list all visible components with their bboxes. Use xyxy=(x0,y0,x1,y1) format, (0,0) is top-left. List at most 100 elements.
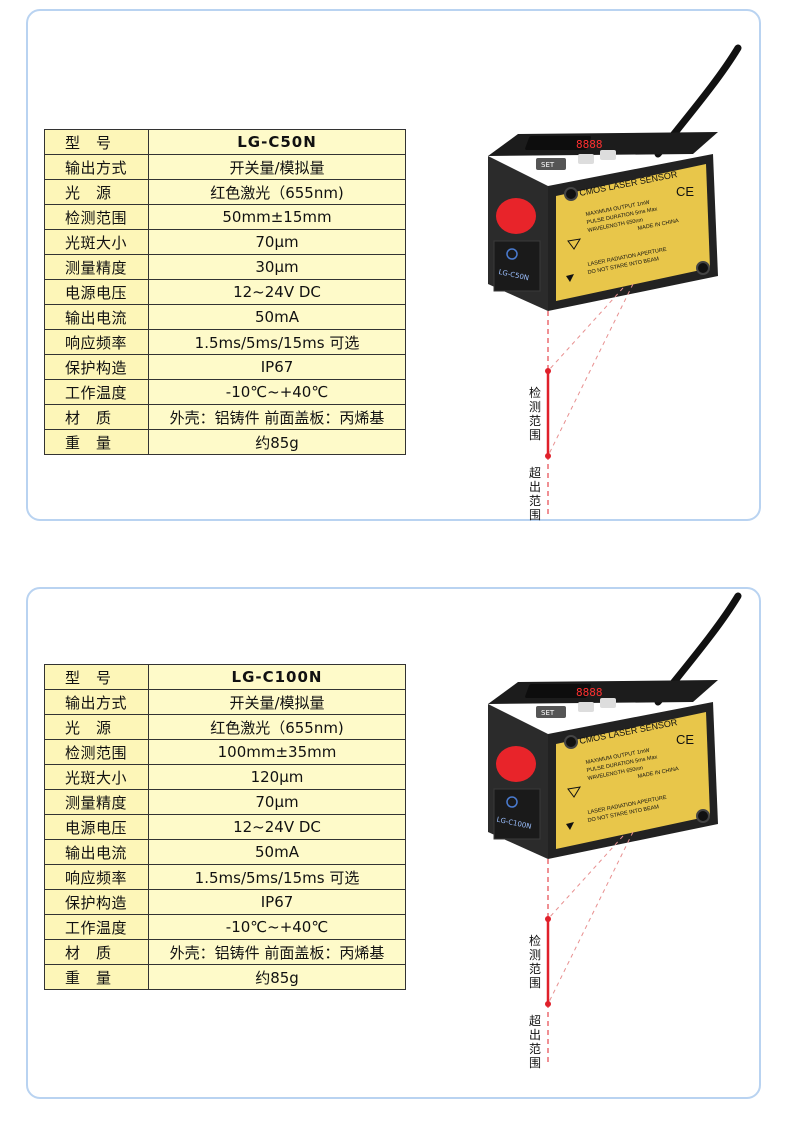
spec-label: 型 号 xyxy=(44,129,149,155)
spec-label: 响应频率 xyxy=(44,864,149,890)
table-row: 重 量约85g xyxy=(44,429,406,455)
spec-value: 1.5ms/5ms/15ms 可选 xyxy=(148,864,406,890)
laser-sensor-image: 8888 SET LG-C50N CMOS LASER SENSOR MAXIM… xyxy=(488,44,742,516)
spec-value: 70μm xyxy=(148,789,406,815)
spec-value: -10℃~+40℃ xyxy=(148,914,406,940)
spec-label: 材 质 xyxy=(44,404,149,430)
table-row: 重 量约85g xyxy=(44,964,406,990)
ce-mark: CE xyxy=(676,732,694,747)
spec-value: IP67 xyxy=(148,354,406,380)
spec-label: 输出电流 xyxy=(44,839,149,865)
table-row: 输出方式开关量/模拟量 xyxy=(44,689,406,715)
spec-label: 光 源 xyxy=(44,714,149,740)
spec-value: 开关量/模拟量 xyxy=(148,689,406,715)
laser-warning-icon xyxy=(567,238,581,250)
sensor-illustration: 8888 SET LG-C50N CMOS LASER SENSOR MAXIM… xyxy=(448,36,758,522)
spec-value: 开关量/模拟量 xyxy=(148,154,406,180)
spec-label: 测量精度 xyxy=(44,254,149,280)
table-row: 工作温度-10℃~+40℃ xyxy=(44,914,406,940)
spec-label: 保护构造 xyxy=(44,354,149,380)
spec-value: 30μm xyxy=(148,254,406,280)
table-row: 材 质外壳：铝铸件 前面盖板：丙烯基 xyxy=(44,939,406,965)
spec-label: 工作温度 xyxy=(44,379,149,405)
spec-value: 外壳：铝铸件 前面盖板：丙烯基 xyxy=(148,404,406,430)
spec-label: 光斑大小 xyxy=(44,229,149,255)
laser-warning-icon xyxy=(567,786,581,798)
spec-label: 电源电压 xyxy=(44,279,149,305)
laser-aperture xyxy=(496,198,536,234)
spec-label: 光 源 xyxy=(44,179,149,205)
spec-label: 检测范围 xyxy=(44,739,149,765)
warning-label xyxy=(556,164,710,301)
laser-aperture xyxy=(496,746,536,782)
table-row: 光 源红色激光（655nm) xyxy=(44,714,406,740)
spec-value: 约85g xyxy=(148,964,406,990)
spec-value: 12~24V DC xyxy=(148,279,406,305)
spec-value: 1.5ms/5ms/15ms 可选 xyxy=(148,329,406,355)
spec-label: 保护构造 xyxy=(44,889,149,915)
table-row: 光 源红色激光（655nm) xyxy=(44,179,406,205)
spec-value: -10℃~+40℃ xyxy=(148,379,406,405)
spec-label: 重 量 xyxy=(44,964,149,990)
display-digits: 8888 xyxy=(576,138,603,151)
arrow-down-icon xyxy=(566,822,574,830)
range-label: 检测范围 xyxy=(528,934,541,990)
spec-value: 50mA xyxy=(148,304,406,330)
table-row: 材 质外壳：铝铸件 前面盖板：丙烯基 xyxy=(44,404,406,430)
sensor-illustration: 8888 SET LG-C100N CMOS LASER SENSOR MAXI… xyxy=(448,584,758,1070)
spec-label: 重 量 xyxy=(44,429,149,455)
spec-value: 红色激光（655nm) xyxy=(148,179,406,205)
spec-label: 工作温度 xyxy=(44,914,149,940)
spec-label: 响应频率 xyxy=(44,329,149,355)
display-digits: 8888 xyxy=(576,686,603,699)
spec-value: 红色激光（655nm) xyxy=(148,714,406,740)
laser-sensor-image: 8888 SET LG-C100N CMOS LASER SENSOR MAXI… xyxy=(488,592,742,1064)
spec-value: LG-C50N xyxy=(148,129,406,155)
spec-value: IP67 xyxy=(148,889,406,915)
spec-value: 50mm±15mm xyxy=(148,204,406,230)
spec-value: LG-C100N xyxy=(148,664,406,690)
spec-value: 70μm xyxy=(148,229,406,255)
set-button: SET xyxy=(541,161,555,169)
spec-label: 输出电流 xyxy=(44,304,149,330)
table-row: 输出方式开关量/模拟量 xyxy=(44,154,406,180)
spec-value: 120μm xyxy=(148,764,406,790)
spec-label: 型 号 xyxy=(44,664,149,690)
spec-value: 100mm±35mm xyxy=(148,739,406,765)
spec-label: 输出方式 xyxy=(44,154,149,180)
ce-mark: CE xyxy=(676,184,694,199)
spec-label: 检测范围 xyxy=(44,204,149,230)
spec-label: 材 质 xyxy=(44,939,149,965)
spec-value: 外壳：铝铸件 前面盖板：丙烯基 xyxy=(148,939,406,965)
spec-label: 电源电压 xyxy=(44,814,149,840)
spec-value: 约85g xyxy=(148,429,406,455)
beyond-range-label: 超出范围 xyxy=(528,1014,541,1070)
arrow-down-icon xyxy=(566,274,574,282)
table-row: 工作温度-10℃~+40℃ xyxy=(44,379,406,405)
spec-label: 输出方式 xyxy=(44,689,149,715)
set-button: SET xyxy=(541,709,555,717)
spec-label: 测量精度 xyxy=(44,789,149,815)
spec-value: 12~24V DC xyxy=(148,814,406,840)
range-label: 检测范围 xyxy=(528,386,541,442)
